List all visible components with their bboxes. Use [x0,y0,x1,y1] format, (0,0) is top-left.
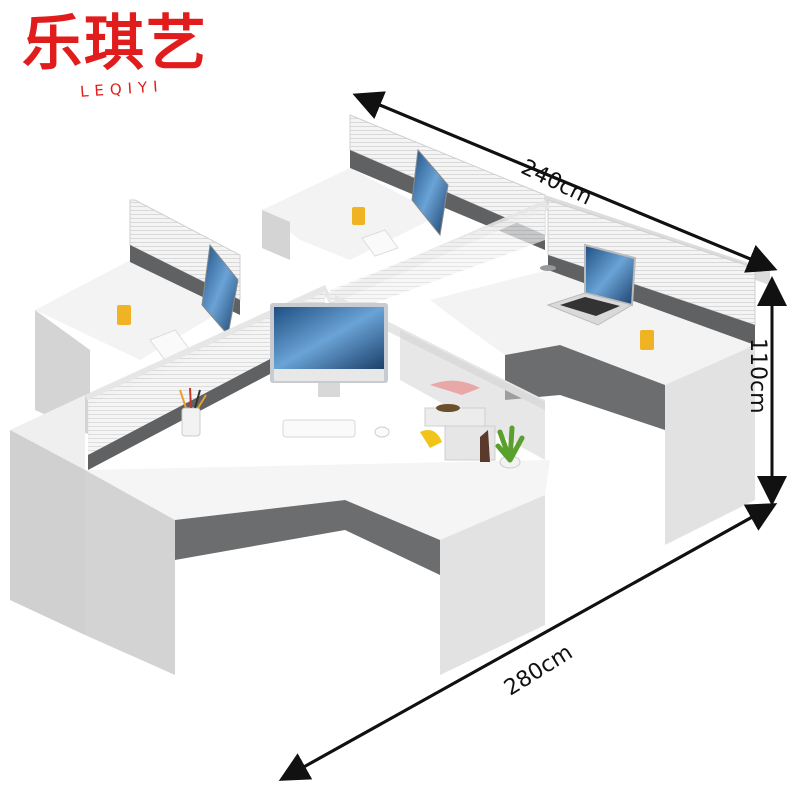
partitions [85,200,550,470]
desk-front [10,303,550,675]
brand-name-cn: 乐琪艺 [22,9,208,79]
dimension-arrows [278,91,787,781]
brand-logo: 乐琪艺 LEQIYI [22,8,242,108]
brand-name-en: LEQIYI [79,77,165,101]
height-dimension-label: 110cm [745,338,770,414]
desk-back-top [262,114,546,260]
desk-right [430,195,770,545]
